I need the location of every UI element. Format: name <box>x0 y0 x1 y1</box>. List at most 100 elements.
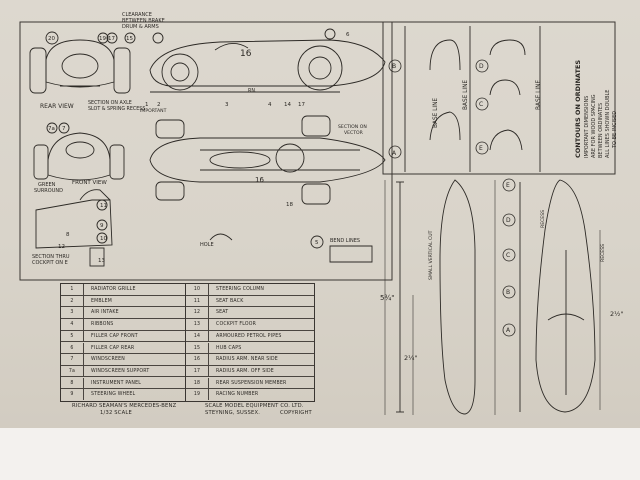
ordinate-b-1: B <box>392 63 396 70</box>
parts-row: 8 INSTRUMENT PANEL <box>61 377 185 390</box>
dimension-lines <box>384 180 601 415</box>
part-name: INSTRUMENT PANEL <box>91 379 142 386</box>
parts-row: 3 AIR INTAKE <box>61 307 185 319</box>
label-section-line-1: SECTION ON AXLE <box>88 100 132 106</box>
part-name: SEAT <box>216 309 229 316</box>
part-number: 12 <box>186 307 209 318</box>
part-number: 18 <box>186 377 209 389</box>
parts-row: 18 REAR SUSPENSION MEMBER <box>186 377 314 390</box>
part-name: FILLER CAP REAR <box>91 344 135 351</box>
label-section-on-vector-2: VECTOR <box>344 130 364 136</box>
label-dim-length: 5¾" <box>380 294 394 302</box>
part-name: WINDSCREEN SUPPORT <box>91 367 150 374</box>
ordinate-e-1: E <box>479 145 483 152</box>
part-number: 1 <box>61 284 84 295</box>
parts-row: 19 RACING NUMBER <box>186 389 314 400</box>
part-number: 3 <box>61 307 84 318</box>
part-number: 7a <box>61 365 84 377</box>
border-left <box>19 21 393 281</box>
label-rn: RN. <box>248 88 256 94</box>
label-hole: HOLE <box>200 242 214 248</box>
label-green-surround-1: GREEN <box>38 182 56 188</box>
footer-title-line-2: 1/32 SCALE <box>100 410 132 416</box>
footer-title-line-1: RICHARD SEAMAN'S MERCEDES-BENZ <box>72 403 177 409</box>
ordinate-c-1: C <box>479 101 483 108</box>
ordinate-c-2: C <box>506 252 510 259</box>
part-name: STEERING COLUMN <box>216 286 265 292</box>
part-name: ARMOURED PETROL PIPES <box>216 332 282 339</box>
part-name: RACING NUMBER <box>216 391 259 398</box>
part-name: RADIUS ARM. NEAR SIDE <box>216 356 278 363</box>
part-number: 5 <box>61 330 84 342</box>
footer-maker-line-1: SCALE MODEL EQUIPMENT CO. LTD. <box>205 403 304 409</box>
parts-row: 5 FILLER CAP FRONT <box>61 330 185 343</box>
parts-row: 10 STEERING COLUMN <box>186 284 314 296</box>
label-front-view: FRONT VIEW <box>72 180 107 186</box>
part-number: 14 <box>186 330 209 342</box>
label-section-on-vector-1: SECTION ON <box>338 124 367 130</box>
part-name: RADIATOR GRILLE <box>91 286 136 292</box>
label-contours-note-4: ALL LINES SHOWN DOUBLE <box>605 90 611 158</box>
part-name: STEERING WHEEL <box>91 391 136 398</box>
label-bend-lines: BEND LINES <box>330 238 360 244</box>
front-view-drawing <box>33 122 125 181</box>
car-number-side: 16 <box>240 49 252 59</box>
label-important: IMPORTANT <box>140 108 167 114</box>
label-base-line-2: BASE LINE <box>463 80 469 110</box>
contour-panels <box>404 26 541 172</box>
parts-row: 12 SEAT <box>186 307 314 319</box>
part-number: 8 <box>61 377 84 389</box>
ordinate-markers <box>388 59 516 337</box>
part-name: FILLER CAP FRONT <box>91 332 138 339</box>
parts-row: 1 RADIATOR GRILLE <box>61 284 185 296</box>
bend-lines-part <box>209 233 373 263</box>
parts-row: 9 STEERING WHEEL <box>61 389 185 400</box>
label-drum-arms: DRUM & ARMS <box>122 24 159 30</box>
ordinate-a-2: A <box>506 327 511 334</box>
border-right <box>382 21 616 175</box>
ordinate-b-2: B <box>506 289 510 296</box>
part-name: RADIUS ARM. OFF SIDE <box>216 367 274 374</box>
part-number: 19 <box>186 389 209 400</box>
part-name: AIR INTAKE <box>91 309 119 316</box>
ordinate-d-2: D <box>506 217 511 224</box>
label-section-thru-2: COCKPIT ON E <box>32 260 68 266</box>
parts-row: 17 RADIUS ARM. OFF SIDE <box>186 365 314 378</box>
part-number: 17 <box>186 365 209 377</box>
label-dim-a: 2¼" <box>404 354 417 362</box>
part-number: 16 <box>186 354 209 365</box>
footer-maker-line-2: STEYNING, SUSSEX. <box>205 410 261 416</box>
plan-view-drawing <box>149 115 386 205</box>
label-clearance: CLEARANCE <box>122 12 152 18</box>
label-recess-left: RECESS <box>540 210 546 228</box>
label-small-vertical-cut: SMALL VERTICAL CUT <box>428 230 434 280</box>
label-contours-note-2: ARE FOR WOOD SPACING <box>591 94 597 158</box>
part-number: 11 <box>186 295 209 307</box>
label-contours-title: CONTOURS ON ORDINATES <box>574 60 582 158</box>
part-number: 10 <box>186 284 209 295</box>
car-number-plan: 16 <box>255 176 264 184</box>
part-number: 4 <box>61 319 84 330</box>
part-name: COCKPIT FLOOR <box>216 321 257 328</box>
label-green-surround-2: SURROUND <box>34 188 63 194</box>
label-contours-note-5: TO BE INCISED <box>612 111 618 149</box>
parts-row: 14 ARMOURED PETROL PIPES <box>186 330 314 343</box>
label-section-line-2: SLOT & SPRING RECESS <box>88 106 145 112</box>
part-name: SEAT BACK <box>216 297 244 304</box>
label-recess-right: RECESS <box>600 244 606 262</box>
part-name: REAR SUSPENSION MEMBER <box>216 379 287 386</box>
part-number: 7 <box>61 354 84 365</box>
part-name: HUB CAPS <box>216 344 242 351</box>
part-name: EMBLEM <box>91 297 112 304</box>
label-base-line-1: BASE LINE <box>433 98 439 128</box>
part-number: 9 <box>61 389 84 400</box>
